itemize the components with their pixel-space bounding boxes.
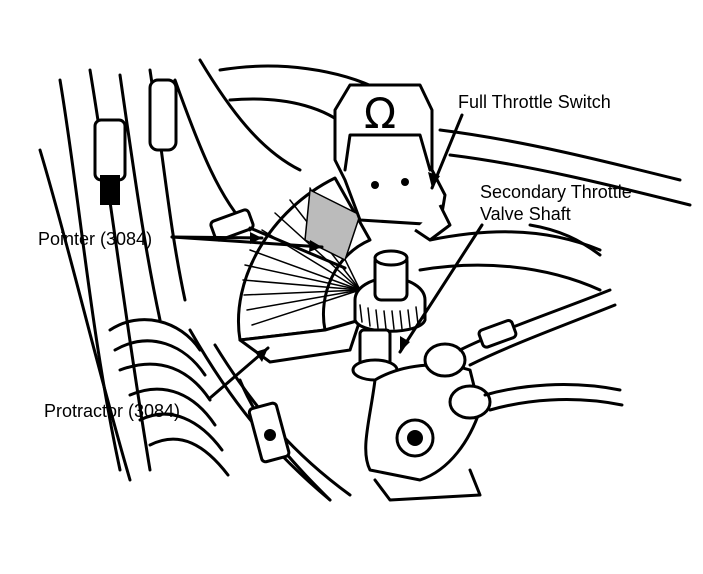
engine-background [38, 58, 692, 502]
pointer [209, 208, 347, 270]
label-secondary-throttle: Secondary Throttle [480, 182, 632, 202]
label-pointer: Pointer (3084) [38, 229, 152, 249]
label-full-throttle-switch: Full Throttle Switch [458, 92, 611, 112]
switch-omega-symbol: Ω [364, 89, 396, 138]
leader-arrowheads [250, 172, 440, 362]
label-protractor: Protractor (3084) [44, 401, 180, 421]
coiled-hose [108, 318, 230, 477]
leader-secondary-shaft [398, 223, 484, 354]
throttle-body [418, 223, 602, 292]
shaft-nut-assembly [351, 249, 427, 382]
label-valve-shaft: Valve Shaft [480, 204, 571, 224]
hose-clamp [247, 401, 291, 464]
protractor-hatch [304, 188, 361, 262]
protractor [237, 176, 372, 364]
leader-pointer-2 [170, 235, 324, 249]
full-throttle-switch: Ω [333, 83, 452, 242]
hose-fitting-left [93, 78, 178, 205]
throttle-linkage [364, 288, 624, 502]
